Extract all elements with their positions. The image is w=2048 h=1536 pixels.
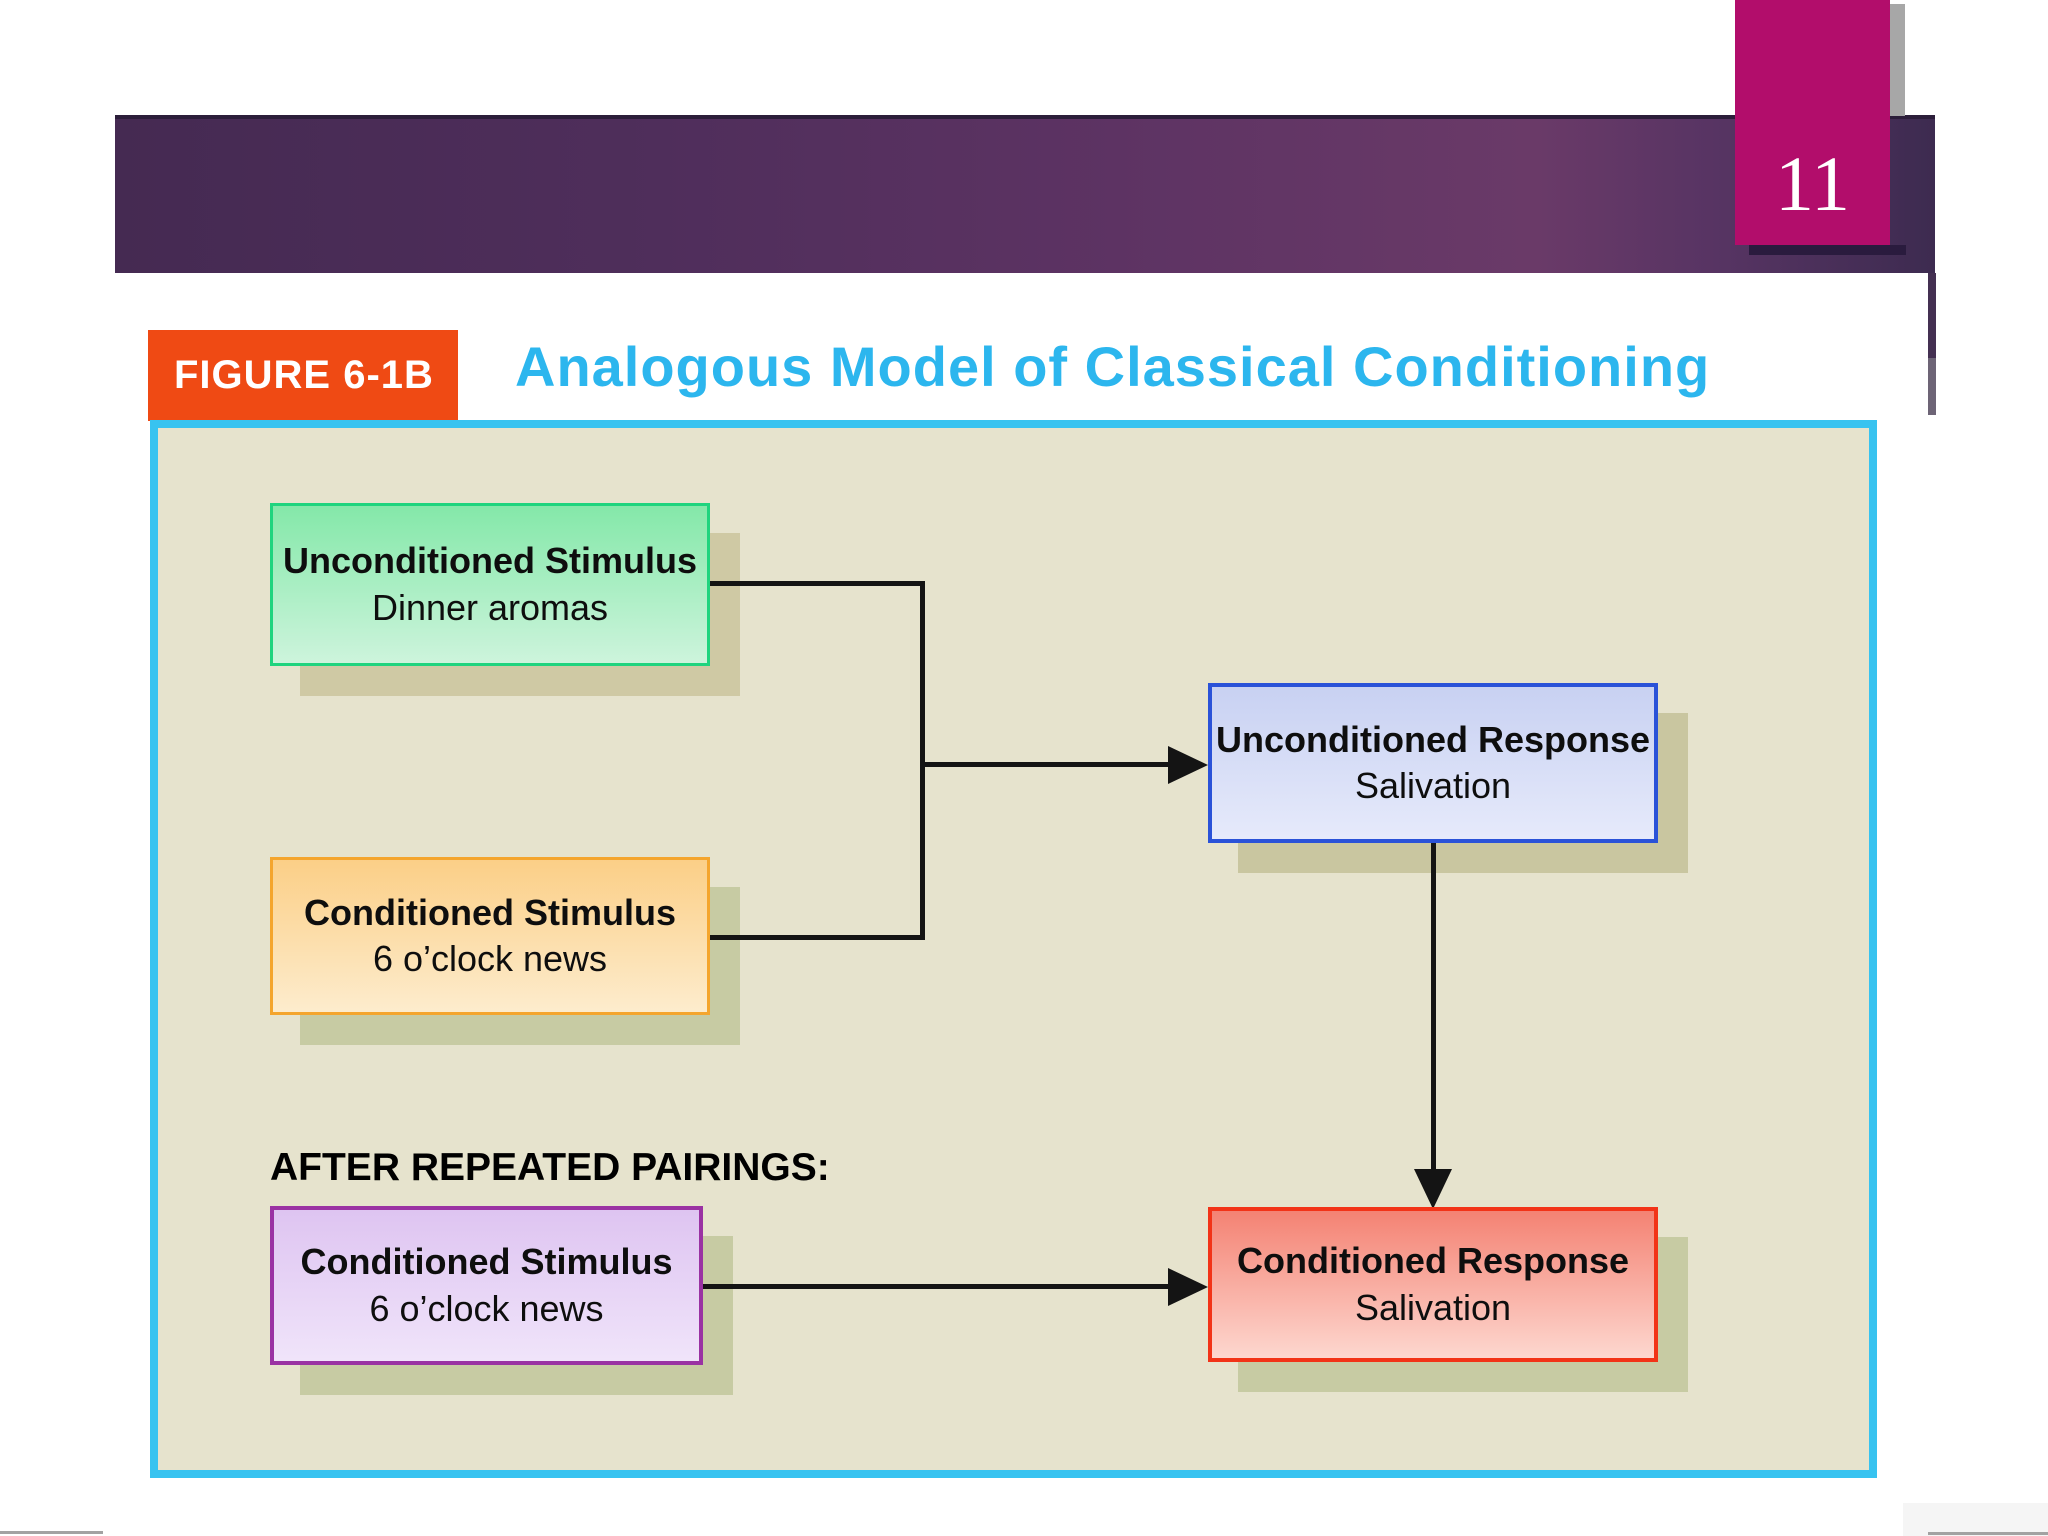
slide-number-box: 11 bbox=[1735, 0, 1890, 245]
connector-junction-vertical bbox=[920, 581, 925, 940]
arrow-cs2-to-cr-head bbox=[1168, 1268, 1208, 1306]
box-conditioned-stimulus-1: Conditioned Stimulus 6 o’clock news bbox=[270, 857, 710, 1015]
pairings-label: AFTER REPEATED PAIRINGS: bbox=[270, 1146, 830, 1189]
slide-number-shadow-bottom bbox=[1749, 245, 1906, 255]
slide-number-shadow-right bbox=[1890, 4, 1905, 116]
title-banner bbox=[115, 115, 1935, 273]
figure-label: FIGURE 6-1B bbox=[174, 353, 434, 397]
banner-right-tail bbox=[1928, 273, 1936, 415]
arrow-cs2-to-cr-line bbox=[703, 1284, 1172, 1289]
figure-label-box: FIGURE 6-1B bbox=[148, 330, 458, 421]
arrow-to-unconditioned-response-head bbox=[1168, 746, 1208, 784]
box-unconditioned-response: Unconditioned Response Salivation bbox=[1208, 683, 1658, 843]
arrow-ur-to-cr-line bbox=[1431, 843, 1436, 1173]
box-subtitle: Dinner aromas bbox=[371, 586, 609, 628]
box-subtitle: Salivation bbox=[1354, 765, 1512, 806]
box-conditioned-response: Conditioned Response Salivation bbox=[1208, 1207, 1658, 1362]
title-banner-top-edge bbox=[115, 115, 1935, 119]
connector-us-horizontal bbox=[710, 581, 925, 586]
box-subtitle: Salivation bbox=[1354, 1286, 1512, 1328]
bottom-right-shade bbox=[1903, 1503, 2048, 1536]
box-title: Conditioned Stimulus bbox=[300, 1241, 673, 1283]
bottom-right-edge-line bbox=[1928, 1532, 2048, 1535]
arrow-ur-to-cr-head bbox=[1414, 1169, 1452, 1209]
figure-title: Analogous Model of Classical Conditionin… bbox=[515, 335, 1711, 398]
box-unconditioned-stimulus: Unconditioned Stimulus Dinner aromas bbox=[270, 503, 710, 666]
box-title: Conditioned Stimulus bbox=[304, 891, 676, 933]
box-subtitle: 6 o’clock news bbox=[372, 938, 608, 979]
connector-cs-horizontal bbox=[710, 935, 925, 940]
arrow-to-unconditioned-response-line bbox=[920, 762, 1172, 767]
box-conditioned-stimulus-2: Conditioned Stimulus 6 o’clock news bbox=[270, 1206, 703, 1365]
box-subtitle: 6 o’clock news bbox=[369, 1287, 604, 1329]
slide-number: 11 bbox=[1774, 140, 1851, 227]
bottom-left-edge-line bbox=[0, 1531, 103, 1534]
box-title: Unconditioned Stimulus bbox=[283, 540, 697, 582]
box-title: Conditioned Response bbox=[1236, 1240, 1629, 1282]
box-title: Unconditioned Response bbox=[1215, 718, 1651, 760]
